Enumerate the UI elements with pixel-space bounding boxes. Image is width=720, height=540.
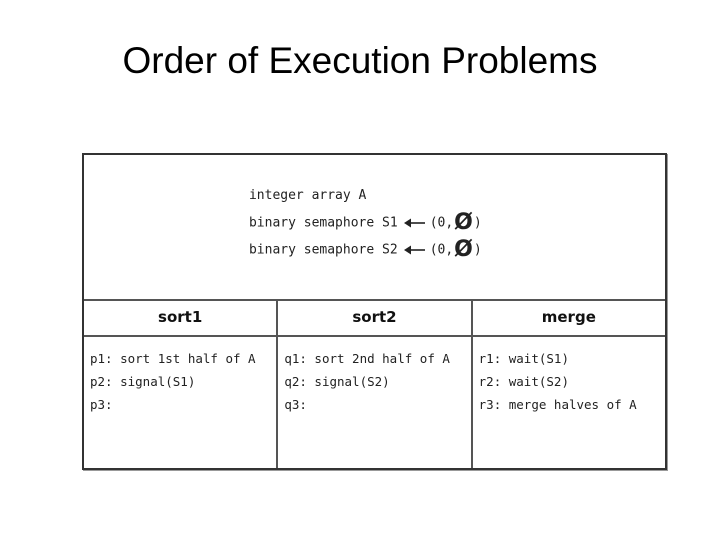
process-columns: sort1 p1: sort 1st half of A p2: signal(… xyxy=(84,299,665,468)
algorithm-figure: integer array A binary semaphore S1 (0,Ø)… xyxy=(82,153,667,470)
init-close: ) xyxy=(473,242,482,258)
declaration-semaphore-s1: binary semaphore S1 (0,Ø) xyxy=(202,196,482,234)
declarations-panel: integer array A binary semaphore S1 (0,Ø)… xyxy=(84,155,665,301)
left-arrow-icon xyxy=(403,218,425,228)
init-open: (0, xyxy=(429,215,454,231)
declaration-array: integer array A xyxy=(202,169,366,203)
statement-line: r1: wait(S1) xyxy=(478,351,569,366)
slide-title: Order of Execution Problems xyxy=(122,40,598,81)
declaration-semaphore-s2: binary semaphore S2 (0,Ø) xyxy=(202,223,482,261)
statement-list: q1: sort 2nd half of A q2: signal(S2) q3… xyxy=(278,337,470,416)
init-open: (0, xyxy=(429,242,454,258)
declaration-text: integer array A xyxy=(248,188,367,203)
init-close: ) xyxy=(473,215,482,231)
statement-line: q1: sort 2nd half of A xyxy=(284,351,450,366)
process-column-merge: merge r1: wait(S1) r2: wait(S2) r3: merg… xyxy=(472,299,665,468)
empty-set-icon: Ø xyxy=(454,237,473,262)
statement-line: p2: signal(S1) xyxy=(90,374,196,389)
process-header: sort1 xyxy=(84,299,277,337)
declaration-text: binary semaphore S1 xyxy=(248,215,398,231)
statement-line: q2: signal(S2) xyxy=(284,374,390,389)
empty-set-icon: Ø xyxy=(454,210,473,235)
declaration-text: binary semaphore S2 xyxy=(248,242,398,258)
statement-line: q3: xyxy=(284,397,307,412)
left-arrow-icon xyxy=(403,245,425,255)
process-header: merge xyxy=(472,299,665,337)
statement-line: p3: xyxy=(90,397,113,412)
statement-line: r2: wait(S2) xyxy=(478,374,569,389)
statement-list: r1: wait(S1) r2: wait(S2) r3: merge halv… xyxy=(473,337,665,416)
statement-line: p1: sort 1st half of A xyxy=(90,351,256,366)
statement-list: p1: sort 1st half of A p2: signal(S1) p3… xyxy=(84,337,276,416)
process-header: sort2 xyxy=(278,299,471,337)
statement-line: r3: merge halves of A xyxy=(478,397,637,412)
process-column-sort2: sort2 q1: sort 2nd half of A q2: signal(… xyxy=(278,299,473,468)
process-column-sort1: sort1 p1: sort 1st half of A p2: signal(… xyxy=(84,299,279,468)
